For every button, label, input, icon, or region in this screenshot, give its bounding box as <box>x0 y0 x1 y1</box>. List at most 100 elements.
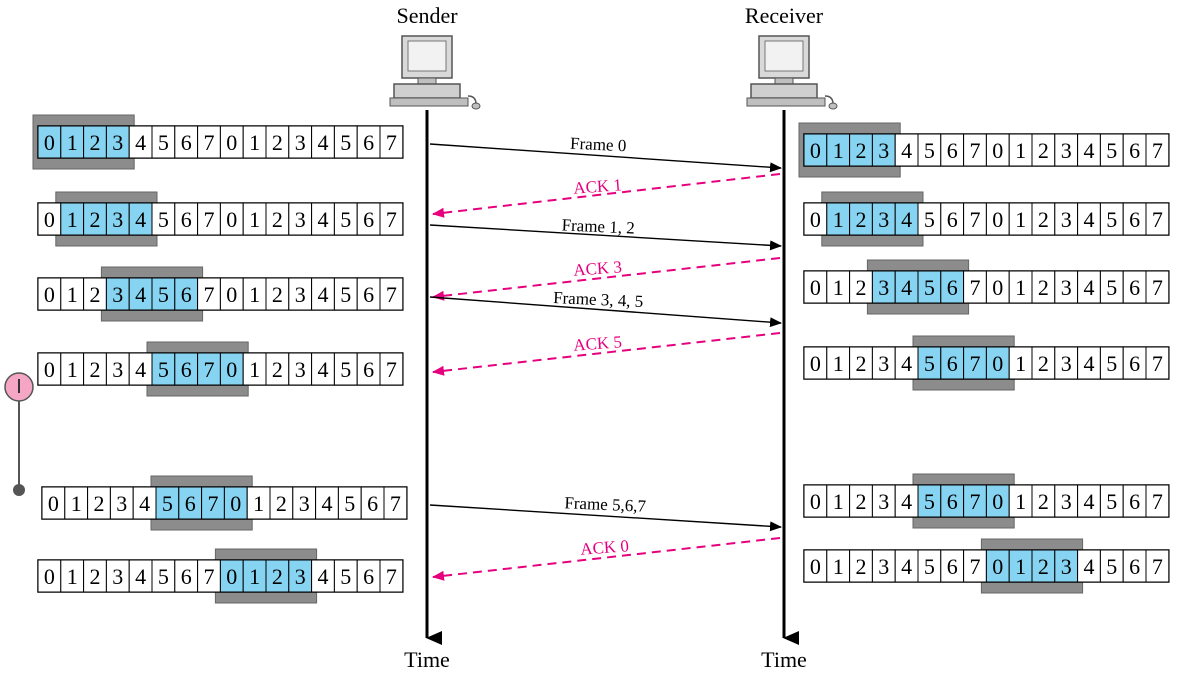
sequence-number: 7 <box>390 491 401 516</box>
sequence-number: 4 <box>901 207 912 232</box>
frame-arrow <box>429 143 782 173</box>
sequence-number: 6 <box>367 491 378 516</box>
sequence-number: 7 <box>204 564 215 589</box>
sequence-number: 3 <box>1061 275 1072 300</box>
sequence-number: 6 <box>1129 489 1140 514</box>
sequence-number: 7 <box>204 207 215 232</box>
sequence-number: 5 <box>344 491 355 516</box>
ack-message: ACK 5 <box>432 332 781 376</box>
frame-message: Frame 5,6,7 <box>429 493 782 532</box>
sequence-number: 0 <box>992 554 1003 579</box>
sequence-number: 1 <box>71 491 82 516</box>
sequence-number: 4 <box>135 130 146 155</box>
sender-label: Sender <box>396 3 458 28</box>
sequence-number: 5 <box>1106 138 1117 163</box>
frame-arrow <box>429 296 782 328</box>
sequence-number: 7 <box>970 554 981 579</box>
sequence-cell <box>1145 484 1170 518</box>
sequence-number: 2 <box>272 130 283 155</box>
sequence-number: 2 <box>856 489 867 514</box>
frame-arrow <box>429 504 782 532</box>
sequence-number: 2 <box>276 491 287 516</box>
ack-message: ACK 0 <box>432 536 781 581</box>
sequence-number: 3 <box>295 357 306 382</box>
sequence-number: 6 <box>181 282 192 307</box>
sequence-number: 0 <box>810 275 821 300</box>
sequence-number: 5 <box>340 130 351 155</box>
sequence-number: 2 <box>90 130 101 155</box>
sequence-number: 4 <box>318 357 329 382</box>
sequence-cell <box>1145 549 1170 583</box>
sequence-number: 7 <box>970 138 981 163</box>
sequence-number: 1 <box>1015 351 1026 376</box>
sequence-number: 7 <box>970 275 981 300</box>
sequence-number: 3 <box>112 357 123 382</box>
sequence-number: 5 <box>1106 554 1117 579</box>
sequence-number: 5 <box>340 282 351 307</box>
sequence-number: 3 <box>295 207 306 232</box>
ack-message: ACK 1 <box>432 173 781 218</box>
sequence-number: 4 <box>901 351 912 376</box>
sequence-number: 1 <box>67 207 78 232</box>
sequence-number: 7 <box>204 130 215 155</box>
sequence-number: 7 <box>204 357 215 382</box>
sequence-number: 1 <box>67 564 78 589</box>
sequence-number: 1 <box>249 282 260 307</box>
sequence-number: 4 <box>318 282 329 307</box>
sequence-number: 4 <box>318 130 329 155</box>
sequence-number: 0 <box>44 130 55 155</box>
sequence-number: 5 <box>158 357 169 382</box>
sequence-number: 5 <box>162 491 173 516</box>
sequence-number: 3 <box>116 491 127 516</box>
sequence-number: 3 <box>295 282 306 307</box>
ack-label: ACK 5 <box>573 332 623 354</box>
sequence-number: 4 <box>322 491 333 516</box>
frame-label: Frame 1, 2 <box>561 215 635 237</box>
frame-label: Frame 5,6,7 <box>564 493 647 516</box>
sequence-number: 2 <box>90 564 101 589</box>
sequence-number: 6 <box>363 357 374 382</box>
sequence-cell <box>379 125 404 159</box>
timer-end-dot <box>13 484 25 496</box>
sequence-number: 6 <box>181 130 192 155</box>
sequence-number: 1 <box>833 138 844 163</box>
sequence-number: 4 <box>1084 275 1095 300</box>
sequence-number: 1 <box>1015 138 1026 163</box>
sequence-number: 1 <box>249 357 260 382</box>
frame-message: Frame 3, 4, 5 <box>429 288 782 328</box>
sequence-number: 3 <box>878 351 889 376</box>
sequence-number: 3 <box>878 489 889 514</box>
sequence-number: 0 <box>810 138 821 163</box>
sequence-number: 4 <box>1084 351 1095 376</box>
sequence-number: 0 <box>44 357 55 382</box>
sequence-number: 0 <box>992 207 1003 232</box>
sequence-number: 4 <box>1084 489 1095 514</box>
sequence-number: 2 <box>1038 351 1049 376</box>
sequence-number: 2 <box>272 357 283 382</box>
sequence-number: 0 <box>226 282 237 307</box>
sequence-number: 0 <box>226 207 237 232</box>
sequence-number: 1 <box>67 130 78 155</box>
sequence-number: 2 <box>272 207 283 232</box>
sequence-number: 4 <box>139 491 150 516</box>
sequence-number: 6 <box>363 130 374 155</box>
sequence-number: 0 <box>44 282 55 307</box>
sequence-number: 3 <box>112 282 123 307</box>
sequence-number: 6 <box>181 564 192 589</box>
sequence-number: 6 <box>947 207 958 232</box>
sequence-number: 5 <box>158 207 169 232</box>
receiver-computer-icon <box>746 35 838 110</box>
sequence-number: 2 <box>856 207 867 232</box>
sequence-number: 6 <box>947 138 958 163</box>
sequence-number: 3 <box>299 491 310 516</box>
sequence-number: 5 <box>340 207 351 232</box>
sequence-number: 6 <box>947 351 958 376</box>
frame-arrow <box>429 224 782 251</box>
sender-computer-icon <box>389 35 481 110</box>
